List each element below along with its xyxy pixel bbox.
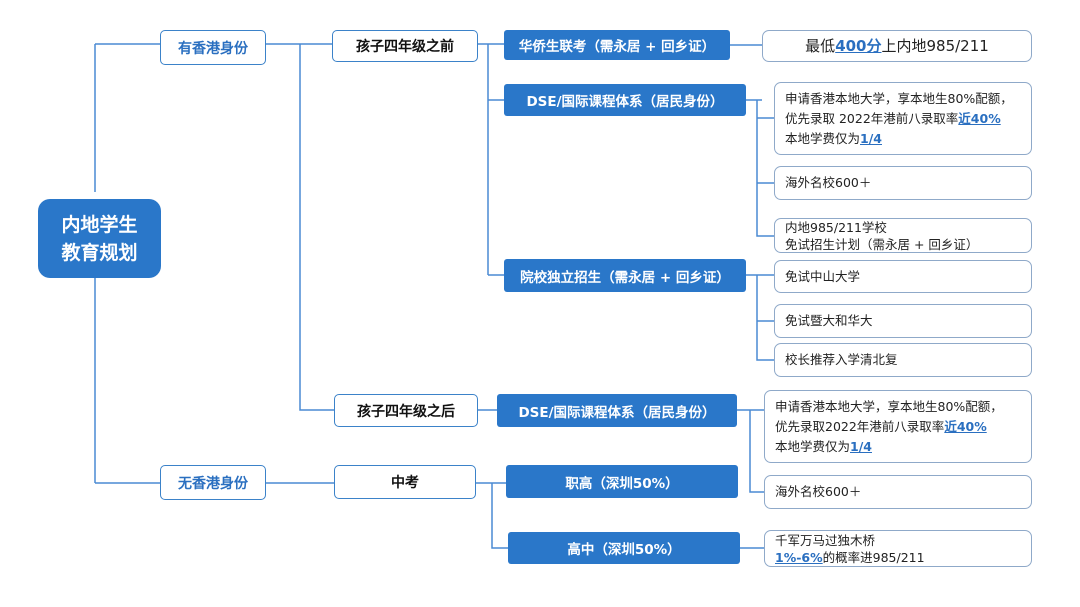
dse1-b-text: 海外名校600＋: [785, 175, 872, 190]
hs-a-line2-text: 的概率进985/211: [822, 549, 925, 565]
leaf-dse-overseas: 海外名校600＋: [774, 166, 1032, 200]
path-dse-after: DSE/国际课程体系（居民身份）: [497, 394, 737, 427]
leaf-huaqiao-score: 最低400分上内地985/211: [762, 30, 1032, 62]
dse2-b-text: 海外名校600＋: [775, 484, 862, 499]
dse2-a-line2-highlight: 近40%: [944, 418, 987, 434]
leaf-ind-sysu: 免试中山大学: [774, 260, 1032, 293]
stage-after-grade4: 孩子四年级之后: [334, 394, 478, 427]
leaf-dse2-overseas: 海外名校600＋: [764, 475, 1032, 509]
connector-dse2: [737, 409, 764, 493]
connector-independent: [746, 274, 774, 361]
hs-a-line2-highlight: 1%-6%: [775, 549, 823, 565]
root-title-line2: 教育规划: [61, 241, 138, 264]
leaf-highschool-odds: 千军万马过独木桥 1%-6%的概率进985/211: [764, 530, 1032, 567]
ind-a-text: 免试中山大学: [785, 268, 861, 284]
huaqiao-score-prefix: 最低: [805, 37, 836, 55]
stage-before-grade4: 孩子四年级之前: [332, 30, 478, 62]
dse2-a-line3-text: 本地学费仅为: [775, 438, 851, 454]
leaf-huaqiao-score-text: 最低400分上内地985/211: [805, 36, 989, 56]
root-node: 内地学生 教育规划: [38, 199, 161, 278]
dse2-a-line2: 优先录取2022年港前八录取率近40%: [775, 417, 987, 437]
path-independent-admission: 院校独立招生（需永居 + 回乡证）: [504, 259, 746, 292]
path-vocational: 职高（深圳50%）: [506, 465, 738, 498]
leaf-dse-mainland-985: 内地985/211学校 免试招生计划（需永居 + 回乡证）: [774, 218, 1032, 253]
path-dse-before: DSE/国际课程体系（居民身份）: [504, 84, 746, 116]
huaqiao-score-highlight: 400分: [835, 37, 882, 55]
hs-a-line2: 1%-6%的概率进985/211: [775, 549, 925, 566]
leaf-ind-principal-recommend: 校长推荐入学清北复: [774, 343, 1032, 377]
dse1-a-line3-text: 本地学费仅为: [785, 130, 861, 146]
dse1-a-line2-text: 优先录取 2022年港前八录取率: [785, 110, 959, 126]
dse2-a-line3: 本地学费仅为1/4: [775, 437, 872, 457]
dse1-a-line1: 申请香港本地大学，享本地生80%配额，: [785, 90, 1013, 106]
branch-no-hk-identity: 无香港身份: [160, 465, 266, 500]
stage-zhongkao: 中考: [334, 465, 476, 499]
dse1-a-line2-highlight: 近40%: [958, 110, 1001, 126]
leaf-dse-hk-university: 申请香港本地大学，享本地生80%配额， 优先录取 2022年港前八录取率近40%…: [774, 82, 1032, 155]
dse2-a-line1: 申请香港本地大学，享本地生80%配额，: [775, 398, 1003, 414]
dse1-a-line2: 优先录取 2022年港前八录取率近40%: [785, 109, 1001, 129]
leaf-ind-jinan-huaqiao: 免试暨大和华大: [774, 304, 1032, 338]
dse1-c-line1: 内地985/211学校: [785, 219, 887, 235]
connector-root: [94, 43, 160, 484]
connector-zhongkao: [476, 482, 508, 549]
connector-hk: [266, 43, 334, 411]
path-huaqiao-exam: 华侨生联考（需永居 + 回乡证）: [504, 30, 730, 60]
dse1-a-line3-highlight: 1/4: [860, 130, 882, 146]
dse1-c-line2: 免试招生计划（需永居 + 回乡证）: [785, 236, 979, 252]
dse1-a-line3: 本地学费仅为1/4: [785, 129, 882, 149]
root-title-line1: 内地学生: [61, 213, 138, 236]
path-highschool: 高中（深圳50%）: [508, 532, 740, 564]
dse2-a-line2-text: 优先录取2022年港前八录取率: [775, 418, 945, 434]
huaqiao-score-suffix: 上内地985/211: [881, 37, 989, 55]
branch-hk-identity: 有香港身份: [160, 30, 266, 65]
dse2-a-line3-highlight: 1/4: [850, 438, 872, 454]
ind-b-text: 免试暨大和华大: [785, 313, 873, 328]
hs-a-line1: 千军万马过独木桥: [775, 532, 876, 548]
leaf-dse2-hk-university: 申请香港本地大学，享本地生80%配额， 优先录取2022年港前八录取率近40% …: [764, 390, 1032, 463]
ind-c-text: 校长推荐入学清北复: [785, 352, 898, 367]
connector-dse1: [746, 99, 774, 237]
connector-before: [478, 43, 504, 276]
